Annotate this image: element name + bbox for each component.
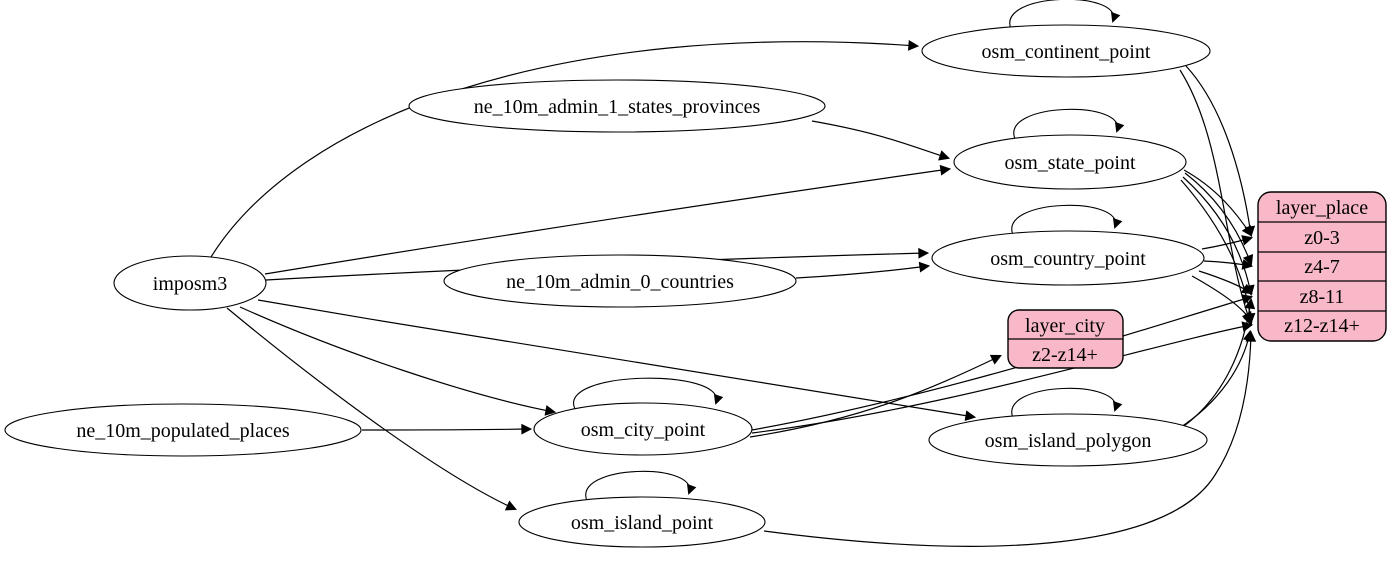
self-loop-osm_country_point bbox=[1011, 204, 1123, 236]
imposm3-label: imposm3 bbox=[153, 273, 227, 295]
osm-island-polygon-shape bbox=[928, 413, 1208, 467]
edge-osm_state_point-layer_place-z0-3 bbox=[1183, 169, 1253, 237]
osm-island-point-shape bbox=[518, 496, 766, 548]
self-loop-osm_island_point bbox=[585, 470, 697, 502]
node-layer-place: layer_place z0-3 z4-7 z8-11 z12-z14+ bbox=[1257, 191, 1387, 342]
edge-imposm3-osm_city_point bbox=[239, 306, 557, 416]
node-ne-10m-admin-1-states-provinces: ne_10m_admin_1_states_provinces bbox=[408, 79, 826, 133]
ne-10m-populated-places-label: ne_10m_populated_places bbox=[76, 420, 289, 442]
osm-country-point-label: osm_country_point bbox=[990, 248, 1146, 270]
ne-10m-admin-1-states-provinces-shape bbox=[408, 79, 826, 133]
edge-osm_state_point-layer_place-z8-11 bbox=[1182, 176, 1255, 297]
edge-osm_continent_point-layer_place-z12-z14 bbox=[1179, 69, 1254, 327]
edge-osm_city_point-layer_place-z12-z14 bbox=[751, 321, 1254, 434]
osm-continent-point-label: osm_continent_point bbox=[982, 41, 1151, 63]
self-loop-osm_continent_point bbox=[1009, 0, 1121, 30]
layer-place-title: layer_place bbox=[1276, 197, 1368, 219]
osm-city-point-label: osm_city_point bbox=[581, 419, 706, 441]
layer-city-title: layer_city bbox=[1025, 315, 1105, 337]
edge-imposm3-osm_state_point bbox=[264, 164, 952, 275]
edge-imposm3-osm_island_point bbox=[226, 307, 517, 511]
osm-city-point-shape bbox=[533, 402, 753, 456]
osm-island-polygon-label: osm_island_polygon bbox=[985, 430, 1152, 452]
edge-imposm3-osm_island_polygon bbox=[257, 299, 977, 422]
layer-place-row-z0-3: z0-3 bbox=[1304, 227, 1340, 249]
edge-osm_city_point-layer_city-z2-z14 bbox=[749, 354, 1002, 438]
edge-osm_city_point-layer_place-z8-11 bbox=[751, 294, 1254, 431]
edge-osm_country_point-layer_place-z0-3 bbox=[1201, 235, 1254, 250]
edge-osm_country_point-layer_place-z8-11 bbox=[1198, 270, 1253, 295]
node-ne-10m-populated-places: ne_10m_populated_places bbox=[4, 403, 362, 457]
node-osm-continent-point: osm_continent_point bbox=[921, 24, 1211, 78]
ne-10m-admin-0-countries-shape bbox=[443, 254, 797, 308]
node-osm-state-point: osm_state_point bbox=[953, 134, 1187, 190]
node-imposm3: imposm3 bbox=[113, 255, 267, 311]
osm-state-point-shape bbox=[953, 134, 1187, 190]
node-osm-island-polygon: osm_island_polygon bbox=[928, 413, 1208, 467]
edge-osm_island_polygon-layer_place-z8-11 bbox=[1183, 297, 1256, 427]
edge-ne_10m_populated_places-osm_city_point bbox=[361, 423, 533, 435]
self-loop-osm_island_polygon bbox=[1011, 387, 1123, 419]
node-osm-island-point: osm_island_point bbox=[518, 496, 766, 548]
imposm3-shape bbox=[113, 255, 267, 311]
edge-osm_state_point-layer_place-z4-7 bbox=[1184, 172, 1254, 267]
self-loop-osm_city_point bbox=[573, 377, 724, 410]
layer-place-box bbox=[1257, 191, 1387, 342]
layer-place-row-z8-11: z8-11 bbox=[1300, 286, 1345, 308]
ne-10m-admin-1-states-provinces-label: ne_10m_admin_1_states_provinces bbox=[474, 96, 761, 118]
ne-10m-populated-places-shape bbox=[4, 403, 362, 457]
osm-island-point-label: osm_island_point bbox=[571, 512, 714, 534]
edge-ne_10m_admin_0_countries-osm_country_point bbox=[795, 261, 931, 279]
osm-continent-point-shape bbox=[921, 24, 1211, 78]
edge-osm_country_point-layer_place-z4-7 bbox=[1203, 259, 1254, 270]
edge-osm_island_point-layer_place-z12-z14 bbox=[763, 330, 1257, 547]
edge-ne_10m_admin_1_states_provinces-osm_state_point bbox=[811, 120, 951, 161]
osm-country-point-shape bbox=[931, 230, 1205, 286]
node-osm-city-point: osm_city_point bbox=[533, 402, 753, 456]
ne-10m-admin-0-countries-label: ne_10m_admin_0_countries bbox=[506, 271, 734, 293]
self-loop-osm_state_point bbox=[1013, 108, 1125, 140]
edge-imposm3-osm_continent_point bbox=[210, 39, 920, 258]
edge-osm_island_polygon-layer_place-z12-z14 bbox=[1177, 329, 1254, 430]
edge-osm_continent_point-layer_place-z0-3 bbox=[1185, 65, 1256, 238]
node-layer-city: layer_city z2-z14+ bbox=[1007, 309, 1124, 369]
node-osm-country-point: osm_country_point bbox=[931, 230, 1205, 286]
layer-place-row-z4-7: z4-7 bbox=[1304, 256, 1340, 278]
node-ne-10m-admin-0-countries: ne_10m_admin_0_countries bbox=[443, 254, 797, 308]
osm-state-point-label: osm_state_point bbox=[1004, 152, 1136, 174]
layer-city-row-z2-z14: z2-z14+ bbox=[1032, 344, 1098, 366]
layer-place-row-z12-z14: z12-z14+ bbox=[1284, 315, 1360, 337]
